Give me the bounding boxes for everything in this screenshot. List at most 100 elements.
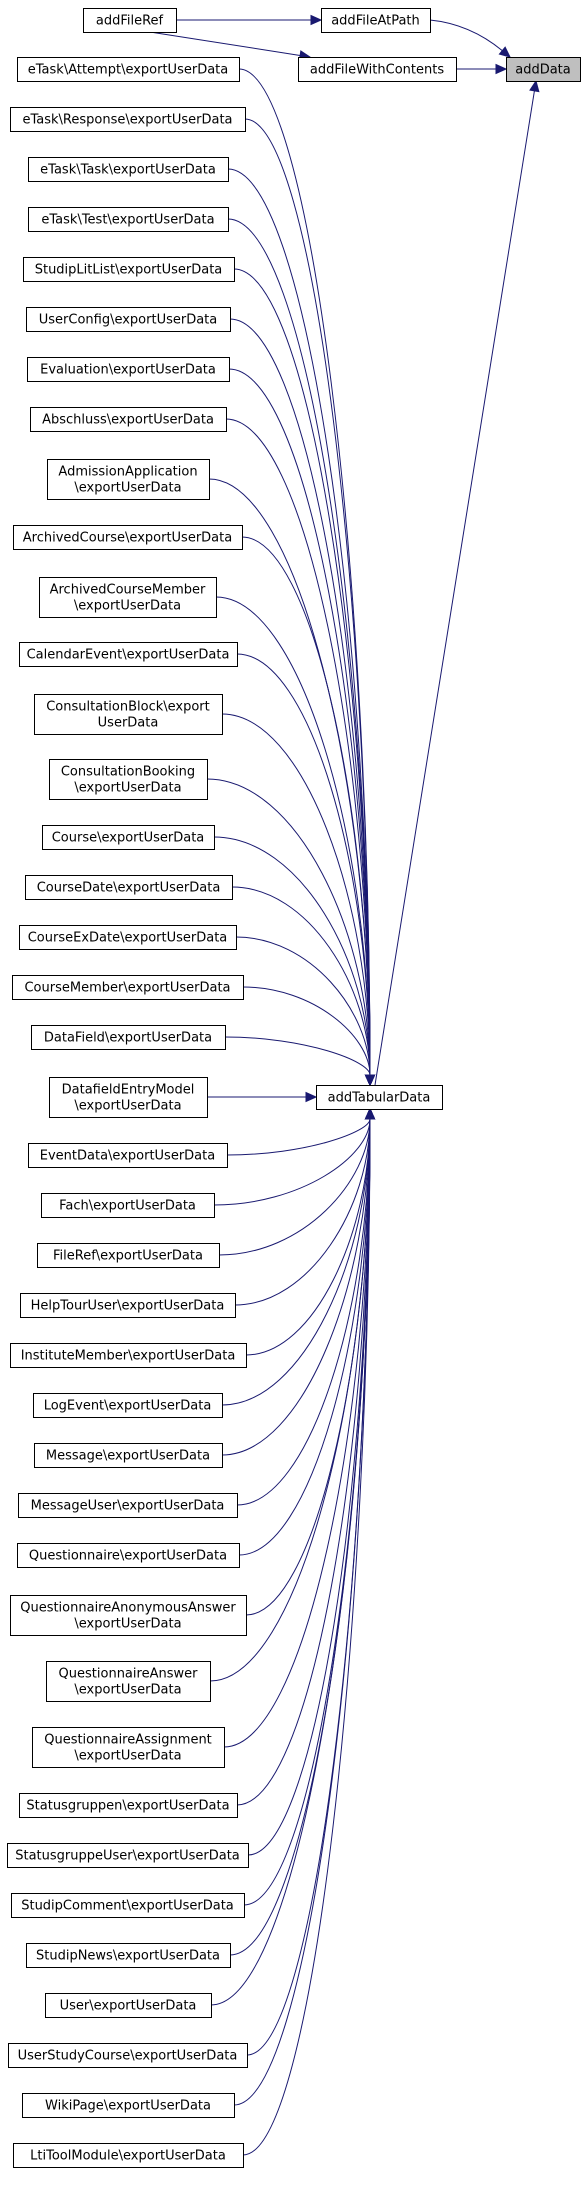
node-logevent[interactable]: LogEvent\exportUserData: [33, 1393, 223, 1418]
node-label-coursedate-line-0: CourseDate\exportUserData: [37, 881, 221, 896]
node-box-abschluss[interactable]: [30, 407, 227, 432]
node-addFileWithContents[interactable]: addFileWithContents: [298, 57, 457, 82]
node-etask-response[interactable]: eTask\Response\exportUserData: [10, 107, 246, 132]
node-box-datafieldentrymodel[interactable]: [49, 1077, 208, 1118]
node-box-userstudycourse[interactable]: [8, 2043, 248, 2068]
node-box-message[interactable]: [34, 1443, 223, 1468]
node-abschluss[interactable]: Abschluss\exportUserData: [30, 407, 227, 432]
node-addTabularData[interactable]: addTabularData: [316, 1085, 443, 1110]
node-box-addFileAtPath[interactable]: [321, 8, 431, 33]
node-box-logevent[interactable]: [33, 1393, 223, 1418]
node-box-archivedcoursemember[interactable]: [39, 577, 217, 618]
node-addData[interactable]: addData: [506, 57, 581, 82]
node-datafieldentrymodel[interactable]: DatafieldEntryModel\exportUserData: [49, 1077, 208, 1118]
node-userconfig[interactable]: UserConfig\exportUserData: [26, 307, 231, 332]
node-box-evaluation[interactable]: [27, 357, 230, 382]
node-courseexdate[interactable]: CourseExDate\exportUserData: [19, 925, 237, 950]
node-box-archivedcourse[interactable]: [13, 525, 243, 550]
node-box-statusgruppen[interactable]: [19, 1793, 238, 1818]
node-box-consultationbooking[interactable]: [49, 759, 208, 800]
node-box-questionnaire[interactable]: [17, 1543, 240, 1568]
node-wikipage[interactable]: WikiPage\exportUserData: [22, 2093, 235, 2118]
node-box-etask-task[interactable]: [28, 157, 229, 182]
node-coursemember[interactable]: CourseMember\exportUserData: [12, 975, 244, 1000]
node-coursedate[interactable]: CourseDate\exportUserData: [25, 875, 233, 900]
node-consultationblock[interactable]: ConsultationBlock\exportUserData: [34, 694, 223, 735]
node-fileref[interactable]: FileRef\exportUserData: [37, 1243, 220, 1268]
node-box-consultationblock[interactable]: [34, 694, 223, 735]
node-questionnaireanonymousanswer[interactable]: QuestionnaireAnonymousAnswer\exportUserD…: [10, 1595, 247, 1636]
node-box-wikipage[interactable]: [22, 2093, 235, 2118]
node-box-coursedate[interactable]: [25, 875, 233, 900]
node-box-statusgruppeuser[interactable]: [7, 1843, 249, 1868]
node-institutemember[interactable]: InstituteMember\exportUserData: [10, 1343, 247, 1368]
node-calendarevent[interactable]: CalendarEvent\exportUserData: [19, 642, 238, 667]
node-archivedcourse[interactable]: ArchivedCourse\exportUserData: [13, 525, 243, 550]
node-box-addFileWithContents[interactable]: [298, 57, 457, 82]
node-evaluation[interactable]: Evaluation\exportUserData: [27, 357, 230, 382]
node-label-coursemember-line-0: CourseMember\exportUserData: [24, 981, 230, 996]
node-box-coursemember[interactable]: [12, 975, 244, 1000]
node-box-fach[interactable]: [41, 1193, 215, 1218]
node-box-etask-response[interactable]: [10, 107, 246, 132]
node-message[interactable]: Message\exportUserData: [34, 1443, 223, 1468]
node-helptouruser[interactable]: HelpTourUser\exportUserData: [20, 1293, 236, 1318]
node-admissionapplication[interactable]: AdmissionApplication\exportUserData: [47, 459, 210, 500]
node-box-admissionapplication[interactable]: [47, 459, 210, 500]
node-eventdata[interactable]: EventData\exportUserData: [28, 1143, 228, 1168]
node-label-etask-attempt-line-0: eTask\Attempt\exportUserData: [28, 63, 228, 78]
node-box-studipnews[interactable]: [26, 1943, 231, 1968]
edge-questionnaireanswer-to-addTabularData: [209, 1118, 371, 1682]
node-label-messageuser-line-0: MessageUser\exportUserData: [31, 1499, 225, 1514]
node-questionnaireanswer[interactable]: QuestionnaireAnswer\exportUserData: [46, 1661, 211, 1702]
node-label-evaluation-line-0: Evaluation\exportUserData: [40, 363, 216, 378]
node-box-etask-test[interactable]: [28, 207, 229, 232]
node-box-questionnaireassignment[interactable]: [32, 1727, 225, 1768]
node-questionnaire[interactable]: Questionnaire\exportUserData: [17, 1543, 240, 1568]
node-ltitoolmodule[interactable]: LtiToolModule\exportUserData: [13, 2143, 244, 2168]
node-box-messageuser[interactable]: [18, 1493, 238, 1518]
node-questionnaireassignment[interactable]: QuestionnaireAssignment\exportUserData: [32, 1727, 225, 1768]
node-box-user[interactable]: [45, 1993, 212, 2018]
node-etask-task[interactable]: eTask\Task\exportUserData: [28, 157, 229, 182]
node-label-questionnaire-line-0: Questionnaire\exportUserData: [29, 1549, 227, 1564]
node-box-etask-attempt[interactable]: [17, 57, 240, 82]
node-archivedcoursemember[interactable]: ArchivedCourseMember\exportUserData: [39, 577, 217, 618]
node-box-ltitoolmodule[interactable]: [13, 2143, 244, 2168]
node-etask-attempt[interactable]: eTask\Attempt\exportUserData: [17, 57, 240, 82]
node-messageuser[interactable]: MessageUser\exportUserData: [18, 1493, 238, 1518]
node-consultationbooking[interactable]: ConsultationBooking\exportUserData: [49, 759, 208, 800]
node-course[interactable]: Course\exportUserData: [42, 825, 215, 850]
node-box-eventdata[interactable]: [28, 1143, 228, 1168]
node-box-calendarevent[interactable]: [19, 642, 238, 667]
node-label-course-line-0: Course\exportUserData: [52, 831, 205, 846]
node-box-institutemember[interactable]: [10, 1343, 247, 1368]
node-addFileAtPath[interactable]: addFileAtPath: [321, 8, 431, 33]
node-box-course[interactable]: [42, 825, 215, 850]
node-studipnews[interactable]: StudipNews\exportUserData: [26, 1943, 231, 1968]
edge-logevent-to-addTabularData: [221, 1118, 371, 1406]
node-box-addFileRef[interactable]: [83, 8, 177, 33]
node-datafield[interactable]: DataField\exportUserData: [31, 1025, 226, 1050]
node-box-courseexdate[interactable]: [19, 925, 237, 950]
node-box-questionnaireanswer[interactable]: [46, 1661, 211, 1702]
node-user[interactable]: User\exportUserData: [45, 1993, 212, 2018]
node-box-studipcomment[interactable]: [11, 1893, 245, 1918]
node-box-helptouruser[interactable]: [20, 1293, 236, 1318]
edge-questionnaire-to-addTabularData: [238, 1118, 371, 1556]
node-fach[interactable]: Fach\exportUserData: [41, 1193, 215, 1218]
node-box-addTabularData[interactable]: [316, 1085, 443, 1110]
node-box-addData[interactable]: [506, 57, 581, 82]
node-addFileRef[interactable]: addFileRef: [83, 8, 177, 33]
node-studiplitlist[interactable]: StudipLitList\exportUserData: [23, 257, 235, 282]
node-box-fileref[interactable]: [37, 1243, 220, 1268]
node-userstudycourse[interactable]: UserStudyCourse\exportUserData: [8, 2043, 248, 2068]
node-studipcomment[interactable]: StudipComment\exportUserData: [11, 1893, 245, 1918]
node-box-questionnaireanonymousanswer[interactable]: [10, 1595, 247, 1636]
node-statusgruppen[interactable]: Statusgruppen\exportUserData: [19, 1793, 238, 1818]
node-box-userconfig[interactable]: [26, 307, 231, 332]
node-statusgruppeuser[interactable]: StatusgruppeUser\exportUserData: [7, 1843, 249, 1868]
node-box-studiplitlist[interactable]: [23, 257, 235, 282]
node-etask-test[interactable]: eTask\Test\exportUserData: [28, 207, 229, 232]
node-box-datafield[interactable]: [31, 1025, 226, 1050]
